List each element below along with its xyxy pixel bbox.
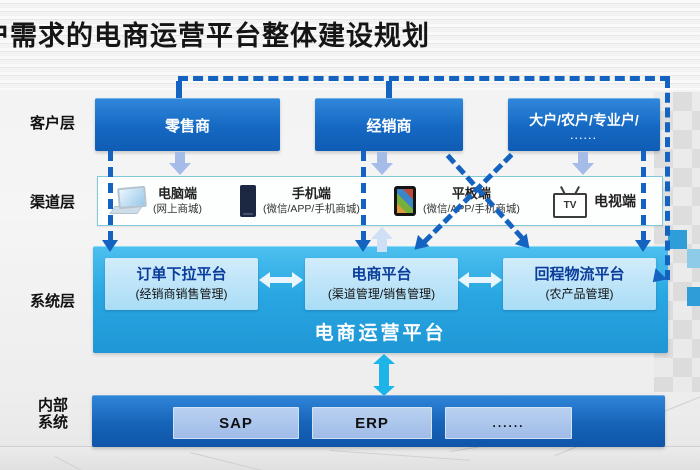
internal-box-others: ...... [445, 407, 572, 439]
channel-item-mobile: 手机端 (微信/APP/手机商城) [240, 177, 360, 225]
channel-tv-title: 电视端 [594, 192, 636, 209]
connector-stub-distributor [386, 81, 392, 98]
dashed-arrowhead-ecommerce [355, 240, 371, 252]
dashed-feedback-line-right [665, 78, 670, 280]
channel-layer-strip: 电脑端 (网上商城) 手机端 (微信/APP/手机商城) 平板端 (微信/APP… [97, 176, 663, 226]
arrow-retailer-to-channel [169, 152, 191, 175]
channel-pc-sub: (网上商城) [153, 202, 202, 215]
large-household-label: 大户/农户/专业户/ [529, 111, 639, 128]
channel-pc-title: 电脑端 [157, 185, 197, 201]
internal-box-erp: ERP [312, 407, 432, 439]
channel-item-tv: TV 电视端 [553, 177, 636, 225]
channel-mobile-sub: (微信/APP/手机商城) [263, 202, 360, 215]
layer-label-system: 系统层 [30, 293, 76, 310]
tablet-icon [394, 186, 416, 216]
page-title-clipped-char: 户 [0, 14, 10, 53]
tv-icon: TV [553, 192, 587, 218]
desktop-computer-icon [109, 185, 147, 215]
channel-mobile-title: 手机端 [291, 185, 331, 201]
logistics-platform-sub: (农产品管理) [545, 286, 614, 301]
smartphone-icon [240, 185, 256, 217]
arrow-distributor-to-channel [371, 152, 393, 175]
customer-box-distributor: 经销商 [315, 98, 463, 151]
background-stripes [0, 0, 700, 90]
dashed-feedback-line-top [178, 76, 670, 81]
ecommerce-platform-sub: (渠道管理/销售管理) [327, 286, 436, 301]
system-box-return-logistics: 回程物流平台 (农产品管理) [503, 258, 656, 310]
customer-box-large-household: 大户/农户/专业户/ ...... [508, 98, 660, 151]
arrow-household-to-channel [572, 152, 594, 175]
distributor-label: 经销商 [366, 117, 412, 135]
layer-label-channel: 渠道层 [30, 194, 76, 211]
customer-box-retailer: 零售商 [95, 98, 280, 151]
channel-item-tablet: 平板端 (微信/APP/手机商城) [394, 177, 520, 225]
dashed-arrowhead-order [102, 240, 118, 252]
layer-label-customer: 客户层 [30, 115, 76, 132]
dashed-line-distributor-to-ecommerce [361, 151, 366, 241]
dashed-line-retailer-to-order [108, 151, 113, 241]
order-platform-sub: (经销商销售管理) [135, 286, 228, 301]
double-arrow-ecommerce-logistics [458, 272, 502, 288]
system-box-ecommerce: 电商平台 (渠道管理/销售管理) [305, 258, 458, 310]
arrow-system-to-channel [371, 227, 393, 252]
system-container-label: 电商运营平台 [314, 323, 447, 344]
floor-band [0, 446, 700, 470]
page-title: 需求的电商运营平台整体建设规划 [10, 21, 430, 51]
large-household-ellipsis: ...... [570, 130, 598, 141]
order-platform-title: 订单下拉平台 [136, 265, 227, 283]
channel-tablet-sub: (微信/APP/手机商城) [423, 202, 520, 215]
system-box-order-pulldown: 订单下拉平台 (经销商销售管理) [105, 258, 258, 310]
double-arrow-order-ecommerce [259, 272, 303, 288]
channel-item-pc: 电脑端 (网上商城) [109, 177, 202, 225]
ecommerce-platform-title: 电商平台 [351, 265, 412, 283]
dashed-line-household-to-system [641, 151, 646, 241]
logistics-platform-title: 回程物流平台 [534, 265, 625, 283]
checker-lightblue-square [687, 249, 700, 268]
internal-box-sap: SAP [173, 407, 299, 439]
retailer-label: 零售商 [164, 117, 210, 135]
connector-stub-retailer [176, 81, 182, 98]
double-arrow-system-internal [373, 354, 395, 396]
checker-blue-square [687, 287, 700, 306]
layer-label-internal: 内部 系统 [38, 397, 69, 431]
checker-blue-square [668, 230, 687, 249]
dashed-arrowhead-household [635, 240, 651, 252]
channel-tablet-title: 平板端 [451, 185, 491, 201]
